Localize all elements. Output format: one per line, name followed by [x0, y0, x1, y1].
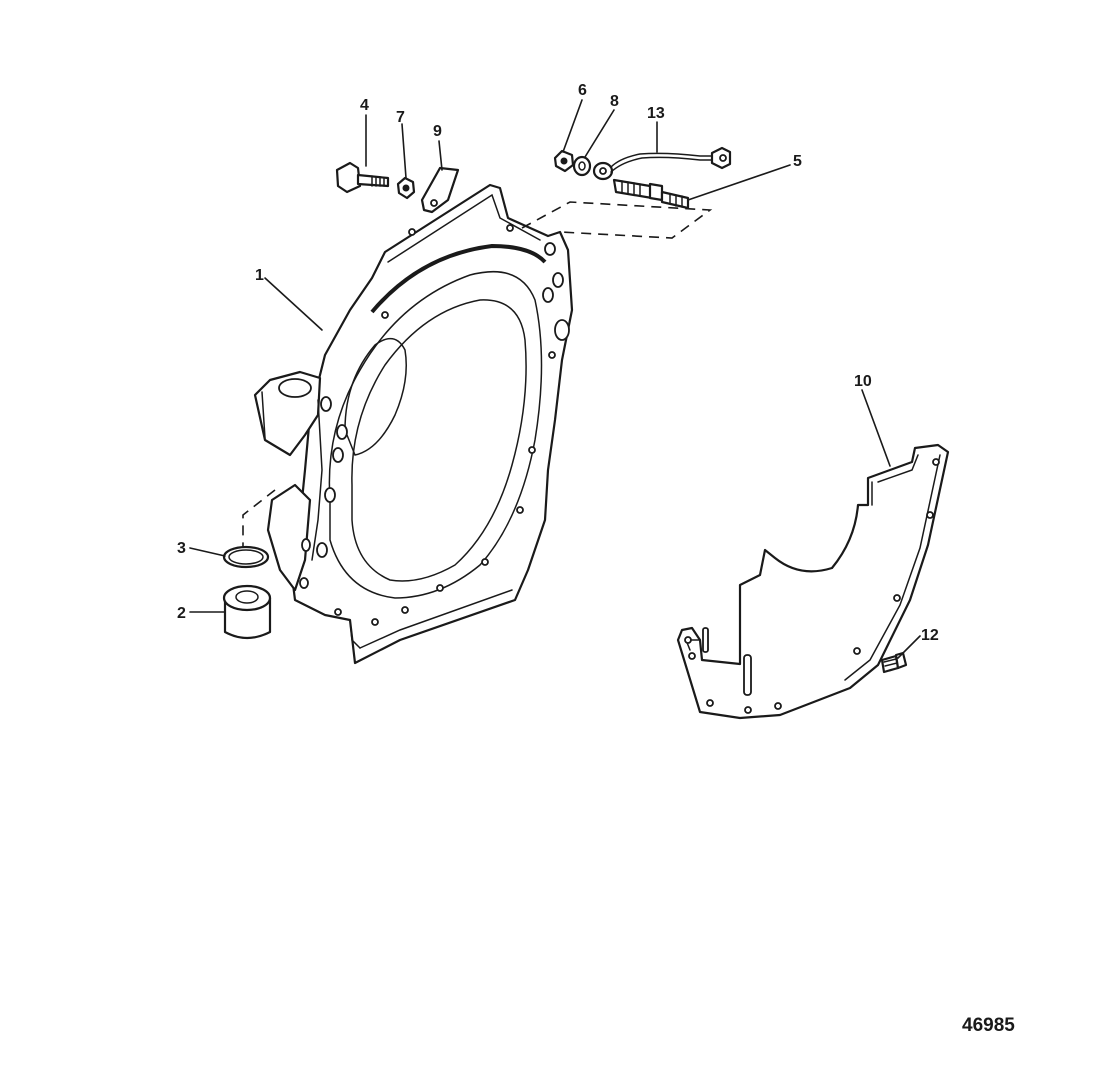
leader-lines — [189, 99, 921, 659]
callout-10: 10 — [854, 373, 872, 390]
bracket-9 — [420, 166, 460, 214]
callout-7: 7 — [396, 109, 405, 126]
stud-5 — [612, 178, 690, 210]
bushing — [222, 584, 272, 640]
drawing-number: 46985 — [962, 1015, 1015, 1036]
callout-12: 12 — [921, 627, 939, 644]
assembly-dash-stud — [521, 201, 713, 239]
assembly-dash-seal — [242, 489, 276, 548]
callout-2: 2 — [177, 605, 186, 622]
washer-8 — [572, 155, 592, 177]
callout-5: 5 — [793, 153, 802, 170]
ground-cable-13 — [592, 146, 732, 181]
callout-13: 13 — [647, 105, 665, 122]
callout-3: 3 — [177, 540, 186, 557]
inspection-cover-10 — [676, 443, 950, 720]
callout-8: 8 — [610, 93, 619, 110]
callout-6: 6 — [578, 82, 587, 99]
screw-12 — [880, 651, 908, 674]
callout-4: 4 — [360, 97, 369, 114]
flywheel-housing — [253, 183, 574, 665]
nut-6 — [553, 149, 575, 173]
bolt-4 — [335, 161, 390, 194]
nut-7 — [396, 176, 416, 200]
seal-ring — [222, 545, 270, 569]
callout-1: 1 — [255, 267, 264, 284]
callout-9: 9 — [433, 123, 442, 140]
